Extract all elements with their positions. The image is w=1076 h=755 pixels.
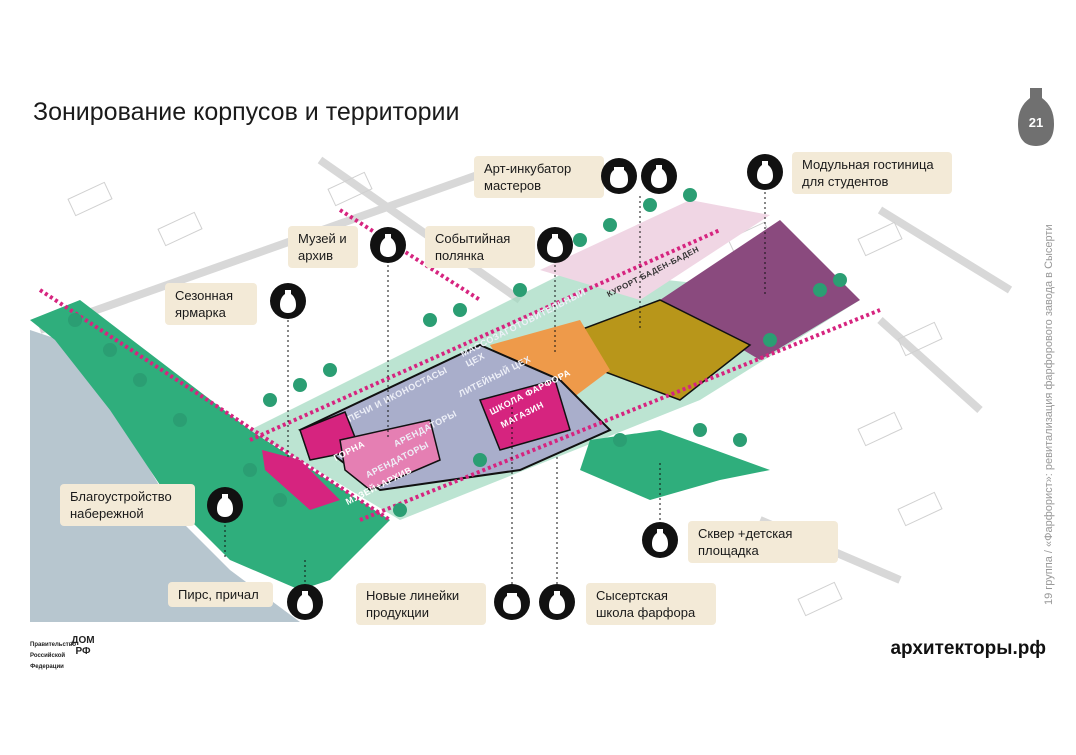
callout-lines: Новые линейки продукции bbox=[356, 583, 486, 625]
vase-icon bbox=[539, 584, 575, 620]
vase-icon bbox=[270, 283, 306, 319]
page-title: Зонирование корпусов и территории bbox=[33, 98, 460, 126]
dom-rf-logo: ДОМ РФ bbox=[71, 635, 95, 657]
leader-lines bbox=[224, 192, 766, 584]
embankment-zone bbox=[30, 300, 390, 590]
page-number-badge: 21 bbox=[1018, 88, 1054, 146]
vase-icon bbox=[207, 487, 243, 523]
vase-icon bbox=[641, 158, 677, 194]
trees bbox=[68, 188, 847, 517]
vase-icon bbox=[370, 227, 406, 263]
fair-zone bbox=[262, 450, 340, 510]
school-building bbox=[478, 379, 571, 451]
callout-art-incubator: Арт-инкубатор мастеров bbox=[474, 156, 604, 198]
callout-school: Сысертская школа фарфора bbox=[586, 583, 716, 625]
website-link[interactable]: архитекторы.рф bbox=[890, 638, 1046, 659]
callout-embankment: Благоустройство набережной bbox=[60, 484, 195, 526]
resort-zone bbox=[540, 200, 770, 300]
city-blocks bbox=[67, 171, 943, 617]
teapot-icon bbox=[601, 158, 637, 194]
side-caption: 19 группа / «Фарфорист»: ревитализация ф… bbox=[1043, 224, 1055, 605]
callout-glade: Событийная полянка bbox=[425, 226, 535, 268]
callout-pier: Пирс, причал bbox=[168, 582, 273, 607]
museum-building bbox=[339, 419, 441, 491]
water bbox=[30, 330, 300, 622]
page-number: 21 bbox=[1028, 115, 1044, 130]
gov-logo: Правительство Российской Федерации bbox=[30, 642, 77, 670]
vase-icon bbox=[747, 154, 783, 190]
square-zone bbox=[580, 430, 770, 500]
vase-icon bbox=[642, 522, 678, 558]
callout-museum: Музей и архив bbox=[288, 226, 358, 268]
vase-icon bbox=[287, 584, 323, 620]
callout-square: Сквер +детская площадка bbox=[688, 521, 838, 563]
pedestrian-routes bbox=[38, 208, 881, 522]
callout-fair: Сезонная ярмарка bbox=[165, 283, 257, 325]
teapot-icon bbox=[494, 584, 530, 620]
vase-icon bbox=[1018, 88, 1054, 146]
callout-hotel: Модульная гостиница для студентов bbox=[792, 152, 952, 194]
vase-icon bbox=[537, 227, 573, 263]
